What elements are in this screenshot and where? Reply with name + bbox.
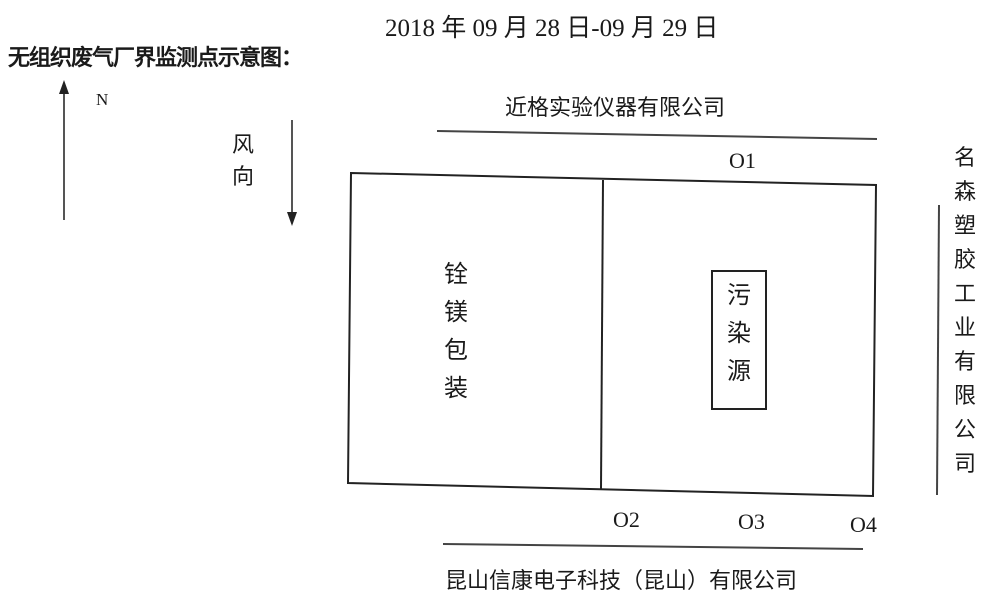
plant-outline — [346, 171, 878, 498]
monitoring-point-3: O3 — [738, 509, 765, 534]
north-label: N — [96, 90, 109, 109]
area-left-char: 铨 — [444, 260, 468, 288]
source-char: 源 — [727, 357, 751, 385]
neighbor-right-char: 森 — [953, 180, 976, 205]
neighbor-right-char: 塑 — [953, 214, 976, 239]
area-left-char: 镁 — [444, 298, 468, 326]
wind-direction-label: 风 向 — [228, 135, 258, 199]
neighbor-right: 名 森 塑 胶 工 业 有 限 公 司 — [950, 148, 980, 488]
boundary-line-bottom — [442, 543, 864, 550]
monitoring-point-2: O2 — [613, 507, 640, 532]
wind-char: 风 — [231, 133, 254, 158]
neighbor-right-char: 司 — [953, 452, 976, 477]
area-left-label: 铨 镁 包 装 — [436, 262, 476, 414]
neighbor-bottom: 昆山信康电子科技（昆山）有限公司 — [445, 569, 798, 594]
pollution-source-box — [711, 270, 767, 410]
boundary-line-right — [936, 204, 940, 496]
neighbor-right-char: 有 — [953, 350, 976, 375]
monitoring-point-4: O4 — [850, 512, 877, 537]
neighbor-right-char: 工 — [953, 282, 976, 307]
wind-char: 向 — [231, 165, 254, 190]
neighbor-right-char: 限 — [953, 384, 976, 409]
diagram-title: 无组织废气厂界监测点示意图： — [8, 46, 303, 71]
neighbor-right-char: 公 — [953, 418, 976, 443]
monitoring-point-1: O1 — [729, 148, 756, 173]
monitoring-date: 2018 年 09 月 28 日-09 月 29 日 — [385, 15, 719, 42]
neighbor-right-char: 胶 — [953, 248, 976, 273]
wind-arrow-icon — [287, 120, 297, 226]
plant-divider — [600, 179, 604, 490]
pollution-source-label: 污 染 源 — [711, 283, 767, 397]
north-arrow-icon — [59, 80, 69, 220]
area-left-char: 包 — [444, 336, 468, 364]
source-char: 污 — [727, 281, 751, 309]
neighbor-right-char: 名 — [953, 146, 976, 171]
neighbor-top: 近格实验仪器有限公司 — [505, 96, 726, 121]
boundary-line-top — [436, 130, 878, 140]
source-char: 染 — [727, 319, 751, 347]
area-left-char: 装 — [444, 374, 468, 402]
neighbor-right-char: 业 — [953, 316, 976, 341]
